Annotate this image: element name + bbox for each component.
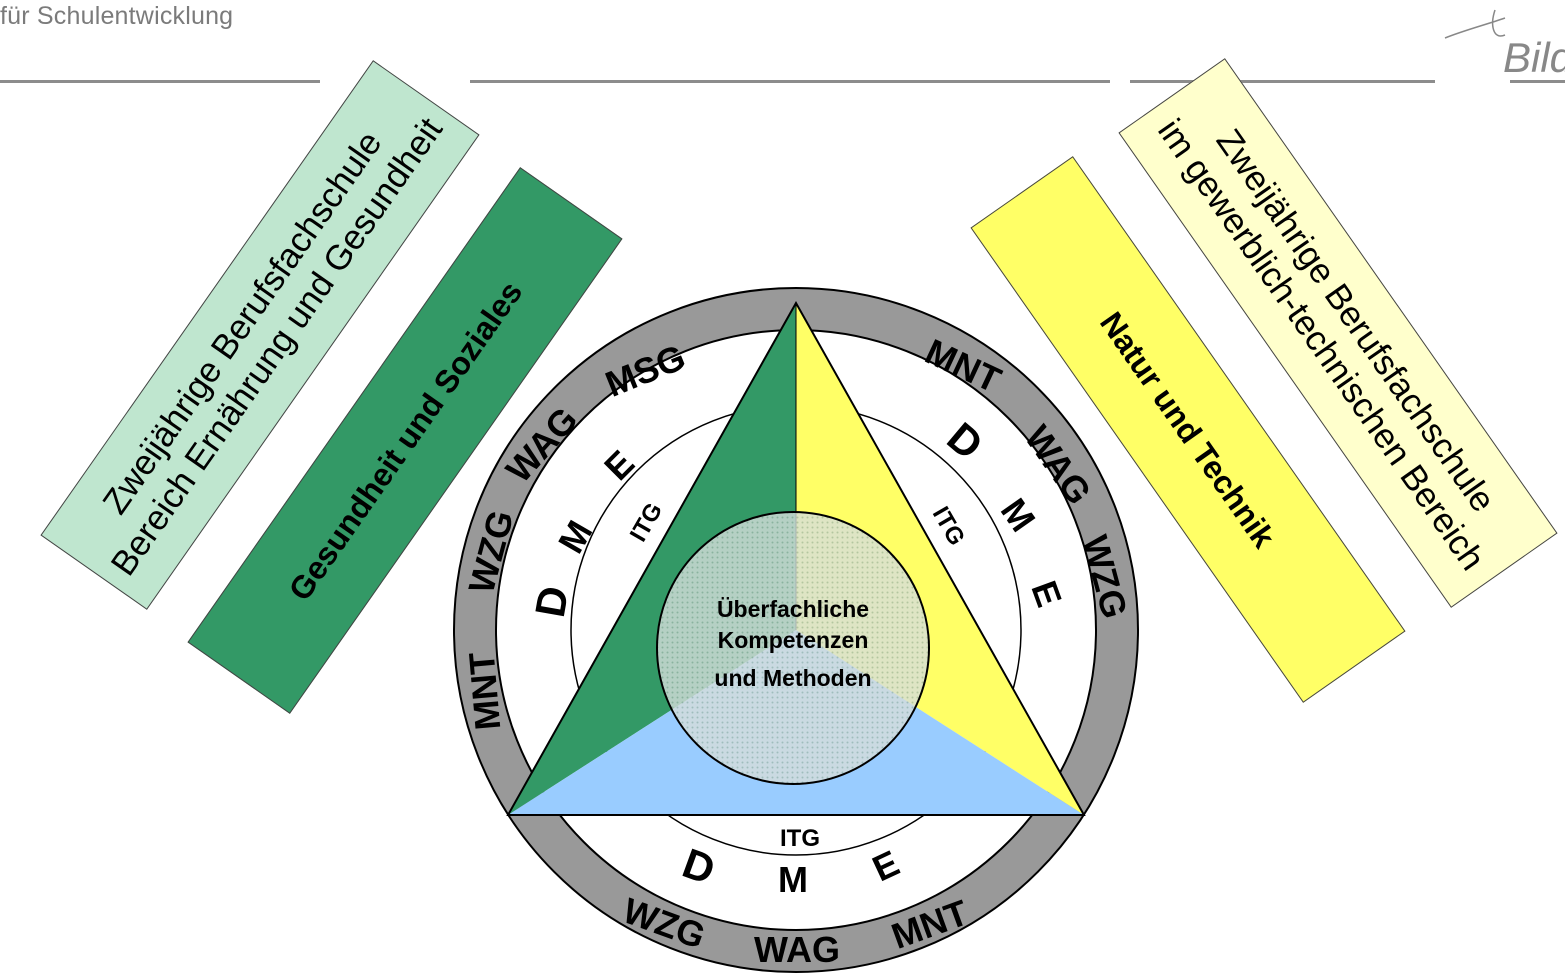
- ring-label-bottom-m: M: [778, 859, 808, 900]
- ring-label-bottom-wag: WAG: [754, 929, 840, 970]
- center-label-line1: Überfachliche: [717, 596, 869, 622]
- center-circle: [656, 511, 930, 785]
- header-line-right: [1130, 80, 1435, 83]
- logo-text: Bild: [1503, 34, 1565, 81]
- center-label-line2: Kompetenzen: [718, 627, 869, 653]
- header-org-text: für Schulentwicklung: [0, 2, 234, 30]
- header-line-left: [0, 80, 320, 83]
- ring-label-bottom-itg: ITG: [780, 825, 820, 852]
- triangle-outline: [506, 300, 1086, 816]
- center-label: Überfachliche Kompetenzen und Methoden: [714, 596, 871, 691]
- header-line-middle: [470, 80, 1110, 83]
- header-line-far-right: [1510, 80, 1565, 83]
- center-label-line3: und Methoden: [714, 665, 871, 691]
- signature-logo: Bild: [1444, 9, 1565, 81]
- ring-label-left-mnt: MNT: [461, 650, 509, 731]
